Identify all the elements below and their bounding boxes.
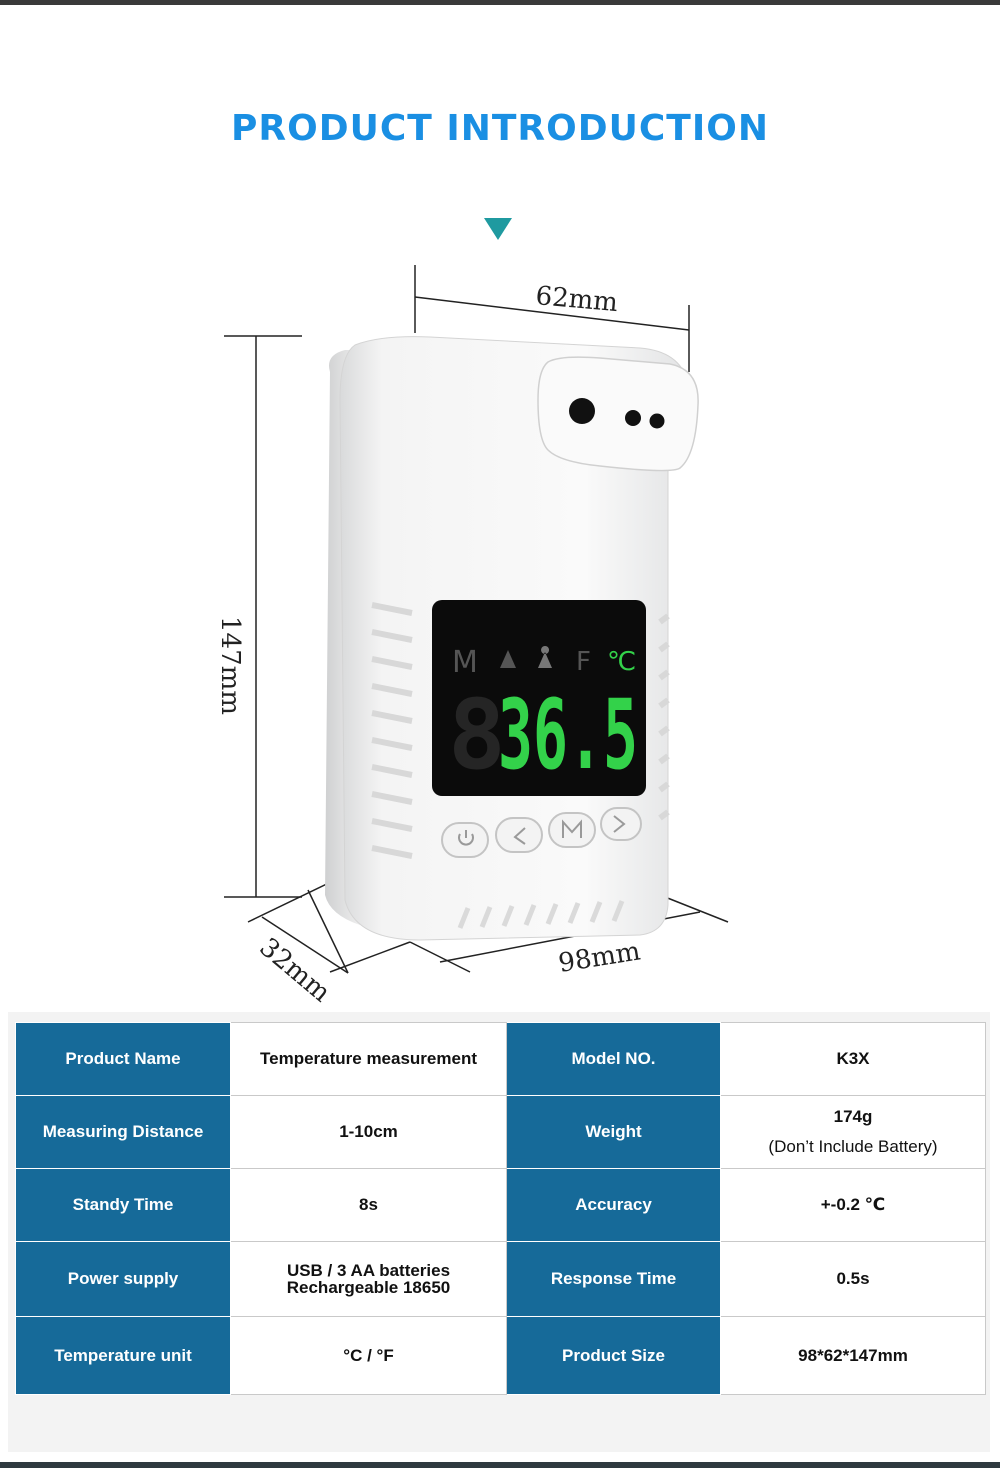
power-button — [441, 822, 489, 858]
spec-value: K3X — [720, 1022, 986, 1096]
bottom-border — [0, 1462, 1000, 1468]
spec-value-group: USB / 3 AA batteries Rechargeable 18650 — [230, 1241, 507, 1317]
down-arrow-icon — [484, 218, 512, 240]
page-title: PRODUCT INTRODUCTION — [231, 108, 769, 149]
height-label: 147mm — [215, 616, 245, 715]
depth-label: 32mm — [254, 932, 336, 1008]
spec-key: Model NO. — [506, 1022, 721, 1096]
spec-key: Measuring Distance — [15, 1095, 231, 1169]
mode-button — [548, 812, 596, 848]
device-buttons — [441, 807, 642, 858]
temperature-reading: 36.5 — [498, 679, 638, 791]
chevron-left-icon — [513, 827, 526, 845]
spec-value: USB / 3 AA batteries — [286, 1261, 451, 1280]
spec-value: 98*62*147mm — [720, 1316, 986, 1395]
table-row: Measuring Distance 1-10cm Weight 174g (D… — [15, 1095, 986, 1169]
table-row: Temperature unit °C / °F Product Size 98… — [15, 1316, 986, 1395]
spec-value: 8s — [230, 1168, 507, 1242]
spec-key: Product Name — [15, 1022, 231, 1096]
spec-value: 0.5s — [720, 1241, 986, 1317]
spec-value: 1-10cm — [230, 1095, 507, 1169]
person-icon — [538, 646, 552, 668]
spec-value-group: 174g (Don’t Include Battery) — [720, 1095, 986, 1169]
spec-key: Temperature unit — [15, 1316, 231, 1395]
spec-value: °C / °F — [230, 1316, 507, 1395]
spec-key: Standy Time — [15, 1168, 231, 1242]
spec-key: Response Time — [506, 1241, 721, 1317]
svg-text:8: 8 — [448, 679, 506, 791]
spec-value: +-0.2 ℃ — [720, 1168, 986, 1242]
spec-value-line-2: Rechargeable 18650 — [286, 1278, 451, 1297]
right-button — [600, 807, 642, 841]
celsius-indicator: ℃ — [607, 647, 636, 677]
length-label: 98mm — [556, 936, 642, 979]
sensor-dot-icon — [625, 410, 641, 426]
letter-m-icon — [562, 819, 582, 838]
spec-key: Product Size — [506, 1316, 721, 1395]
top-border — [0, 0, 1000, 5]
table-row: Standy Time 8s Accuracy +-0.2 ℃ — [15, 1168, 986, 1242]
table-row: Product Name Temperature measurement Mod… — [15, 1022, 986, 1096]
left-button — [495, 817, 543, 853]
chevron-right-icon — [613, 815, 626, 833]
mode-indicator: M — [452, 645, 478, 680]
person-group-icon — [500, 650, 516, 668]
width-label: 62mm — [534, 281, 619, 318]
lcd-display — [432, 600, 646, 796]
spec-key: Power supply — [15, 1241, 231, 1317]
fahrenheit-indicator: F — [576, 647, 591, 677]
spec-table: Product Name Temperature measurement Mod… — [15, 1022, 986, 1395]
product-illustration: 62mm 147mm 32mm 98mm M F ℃ 8 36.5 — [215, 265, 729, 1008]
sensor-head — [537, 356, 699, 472]
sensor-dot-icon-2 — [649, 413, 665, 429]
spec-value-note: (Don’t Include Battery) — [768, 1137, 938, 1156]
bottom-vents — [457, 900, 625, 929]
spec-value: Temperature measurement — [230, 1022, 507, 1096]
sensor-lens-icon — [569, 398, 595, 424]
power-icon — [458, 830, 474, 846]
spec-value: 174g — [833, 1107, 873, 1126]
side-vents — [371, 602, 670, 859]
spec-key: Weight — [506, 1095, 721, 1169]
spec-key: Accuracy — [506, 1168, 721, 1242]
table-row: Power supply USB / 3 AA batteries Rechar… — [15, 1241, 986, 1317]
